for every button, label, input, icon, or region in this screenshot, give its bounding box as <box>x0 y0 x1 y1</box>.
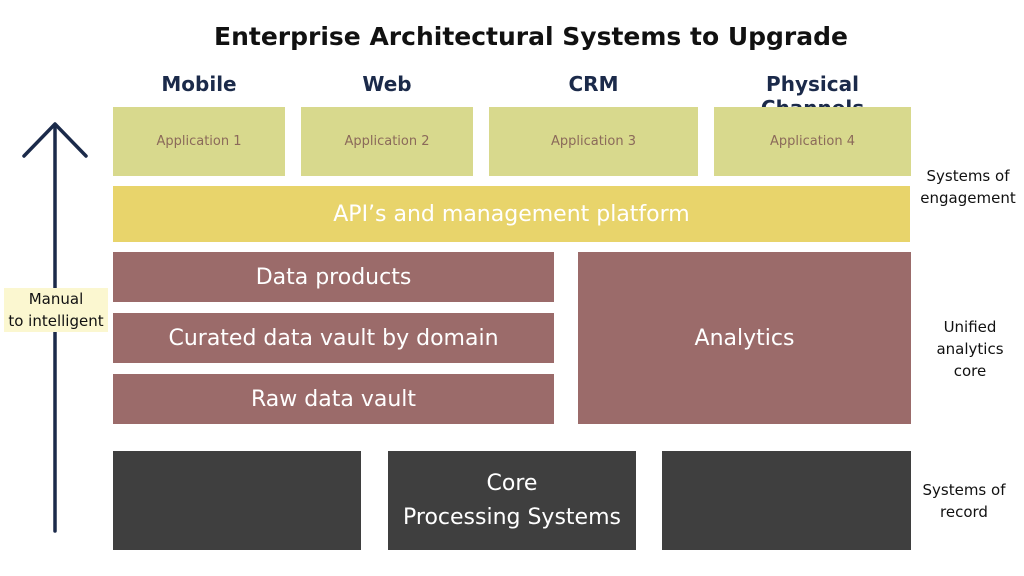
analytics-line1: Unified <box>943 318 997 336</box>
application-2-label: Application 2 <box>344 134 430 149</box>
data-products-box: Data products <box>113 252 554 302</box>
application-1-label: Application 1 <box>156 134 242 149</box>
channel-mobile-heading: Mobile <box>161 72 237 96</box>
application-1-box: Application 1 <box>113 107 285 176</box>
channel-crm-heading: CRM <box>568 72 619 96</box>
raw-vault-label: Raw data vault <box>251 386 416 412</box>
progression-label: Manual to intelligent <box>4 288 108 332</box>
analytics-label: Analytics <box>694 325 795 351</box>
analytics-line2: analytics <box>936 340 1004 358</box>
raw-vault-box: Raw data vault <box>113 374 554 424</box>
curated-vault-box: Curated data vault by domain <box>113 313 554 363</box>
unified-analytics-core-label: Unified analytics core <box>916 316 1024 382</box>
application-3-box: Application 3 <box>489 107 698 176</box>
systems-of-record-label: Systems of record <box>912 479 1016 523</box>
api-platform-box: API’s and management platform <box>113 186 910 242</box>
page-title: Enterprise Architectural Systems to Upgr… <box>214 22 848 51</box>
analytics-line3: core <box>953 362 987 380</box>
core-left-box <box>113 451 361 550</box>
systems-of-engagement-label: Systems of engagement <box>916 165 1020 209</box>
core-processing-line1: Core <box>486 470 538 496</box>
engagement-line2: engagement <box>920 189 1016 207</box>
application-4-box: Application 4 <box>714 107 911 176</box>
data-products-label: Data products <box>255 264 412 290</box>
application-4-label: Application 4 <box>769 134 856 149</box>
core-right-box <box>662 451 911 550</box>
engagement-line1: Systems of <box>926 167 1010 185</box>
core-processing-box: Core Processing Systems <box>388 451 636 550</box>
channel-web-heading: Web <box>362 72 412 96</box>
record-line1: Systems of <box>922 481 1006 499</box>
application-3-label: Application 3 <box>550 134 637 149</box>
progression-line2: to intelligent <box>8 312 104 330</box>
application-2-box: Application 2 <box>301 107 473 176</box>
curated-vault-label: Curated data vault by domain <box>168 325 499 351</box>
record-line2: record <box>940 503 988 521</box>
api-platform-label: API’s and management platform <box>333 201 690 227</box>
progression-line1: Manual <box>28 290 84 308</box>
core-processing-line2: Processing Systems <box>403 504 621 530</box>
analytics-box: Analytics <box>578 252 911 424</box>
